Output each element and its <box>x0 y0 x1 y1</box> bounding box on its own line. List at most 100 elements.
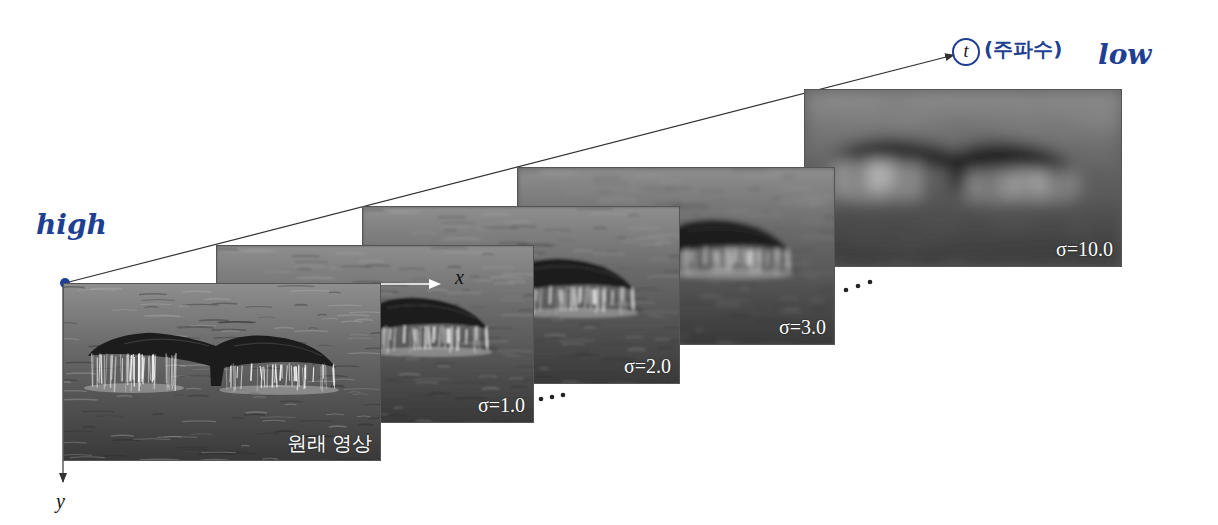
photo-part <box>594 238 596 263</box>
photo-part <box>885 112 899 114</box>
photo-part <box>599 216 609 218</box>
photo-part <box>520 253 538 255</box>
photo-part <box>447 328 448 343</box>
photo-part <box>593 177 621 179</box>
photo-part <box>307 318 308 351</box>
photo-part <box>622 229 655 231</box>
photo-part <box>584 327 596 329</box>
photo-part <box>594 253 627 255</box>
photo-part <box>1039 170 1041 193</box>
label-anchor: low <box>1098 40 1151 71</box>
photo-part <box>112 356 113 380</box>
photo-part <box>452 277 453 301</box>
photo-part <box>388 268 412 270</box>
photo-part <box>312 367 314 382</box>
photo-part <box>805 144 820 146</box>
photo-part <box>337 314 369 316</box>
photo-part <box>482 213 511 215</box>
photo-part <box>111 435 134 437</box>
photo-part <box>490 248 516 250</box>
photo-part <box>382 349 394 351</box>
photo-part <box>233 417 245 419</box>
photo-part <box>427 393 452 395</box>
photo-part <box>336 266 372 268</box>
photo-part <box>485 311 500 313</box>
photo-part <box>453 382 486 384</box>
photo-part <box>467 268 500 270</box>
photo-part <box>139 293 167 295</box>
photo-part <box>580 239 581 266</box>
photo-part <box>1021 207 1043 209</box>
photo-part <box>357 415 371 417</box>
photo-part <box>498 242 528 244</box>
photo-part <box>344 395 366 397</box>
photo-part <box>399 268 425 270</box>
photo-part <box>680 251 681 274</box>
photo-part <box>474 317 484 319</box>
photo-part <box>157 436 197 438</box>
photo-part <box>879 160 881 188</box>
photo-part <box>518 206 531 208</box>
photo-part <box>690 251 692 263</box>
photo-part <box>533 289 535 314</box>
photo-part <box>246 306 272 308</box>
photo-part <box>420 326 439 328</box>
photo-part <box>582 239 583 264</box>
photo-part <box>805 187 812 189</box>
photo-part <box>688 250 690 275</box>
photo-part <box>266 365 268 388</box>
photo-part <box>199 453 236 455</box>
photo-part <box>812 308 828 310</box>
photo-part <box>537 294 569 296</box>
photo-part <box>522 379 534 381</box>
photo-part <box>626 241 628 274</box>
photo-part <box>608 383 640 384</box>
photo-part <box>327 317 328 347</box>
photo-part <box>363 207 680 384</box>
photo-part <box>1053 173 1055 188</box>
photo-part <box>444 328 446 349</box>
photo-part <box>279 317 280 344</box>
photo-part <box>776 202 793 204</box>
photo-part <box>482 387 500 389</box>
photo-part <box>306 375 316 377</box>
photo-part <box>668 340 680 342</box>
photo-part <box>578 223 663 230</box>
photo-part <box>468 281 469 313</box>
photo-part <box>479 372 509 374</box>
photo-part <box>372 347 492 357</box>
photo-part <box>1066 171 1068 195</box>
photo-part <box>518 263 531 265</box>
photo-part <box>805 185 818 187</box>
axis-label: (주파수) <box>984 38 1062 60</box>
photo-part <box>307 380 336 382</box>
photo-part <box>594 342 633 344</box>
photo-part <box>594 187 625 189</box>
photo-part <box>482 227 518 229</box>
photo-part <box>805 260 833 262</box>
photo-part <box>652 316 667 318</box>
photo-part <box>282 318 284 344</box>
photo-part <box>1094 199 1109 201</box>
photo-part <box>621 240 623 272</box>
photo-part <box>274 367 276 383</box>
photo-part <box>285 318 287 344</box>
photo-part <box>246 411 267 413</box>
photo-part <box>406 358 419 360</box>
photo-part <box>278 430 292 432</box>
photo-part <box>581 238 583 269</box>
photo-part <box>437 277 439 305</box>
photo-part <box>627 228 661 230</box>
photo-part <box>717 342 732 344</box>
photo-part <box>464 260 477 262</box>
photo-part <box>570 250 578 252</box>
photo-part <box>64 284 381 461</box>
photo-part <box>410 277 411 305</box>
photo-part <box>695 329 703 331</box>
photo-part <box>961 127 994 129</box>
photo-part <box>413 280 414 315</box>
axis-label: y <box>56 490 65 512</box>
photo-part <box>106 353 107 386</box>
photo-part <box>594 227 607 229</box>
photo-part <box>688 227 776 240</box>
